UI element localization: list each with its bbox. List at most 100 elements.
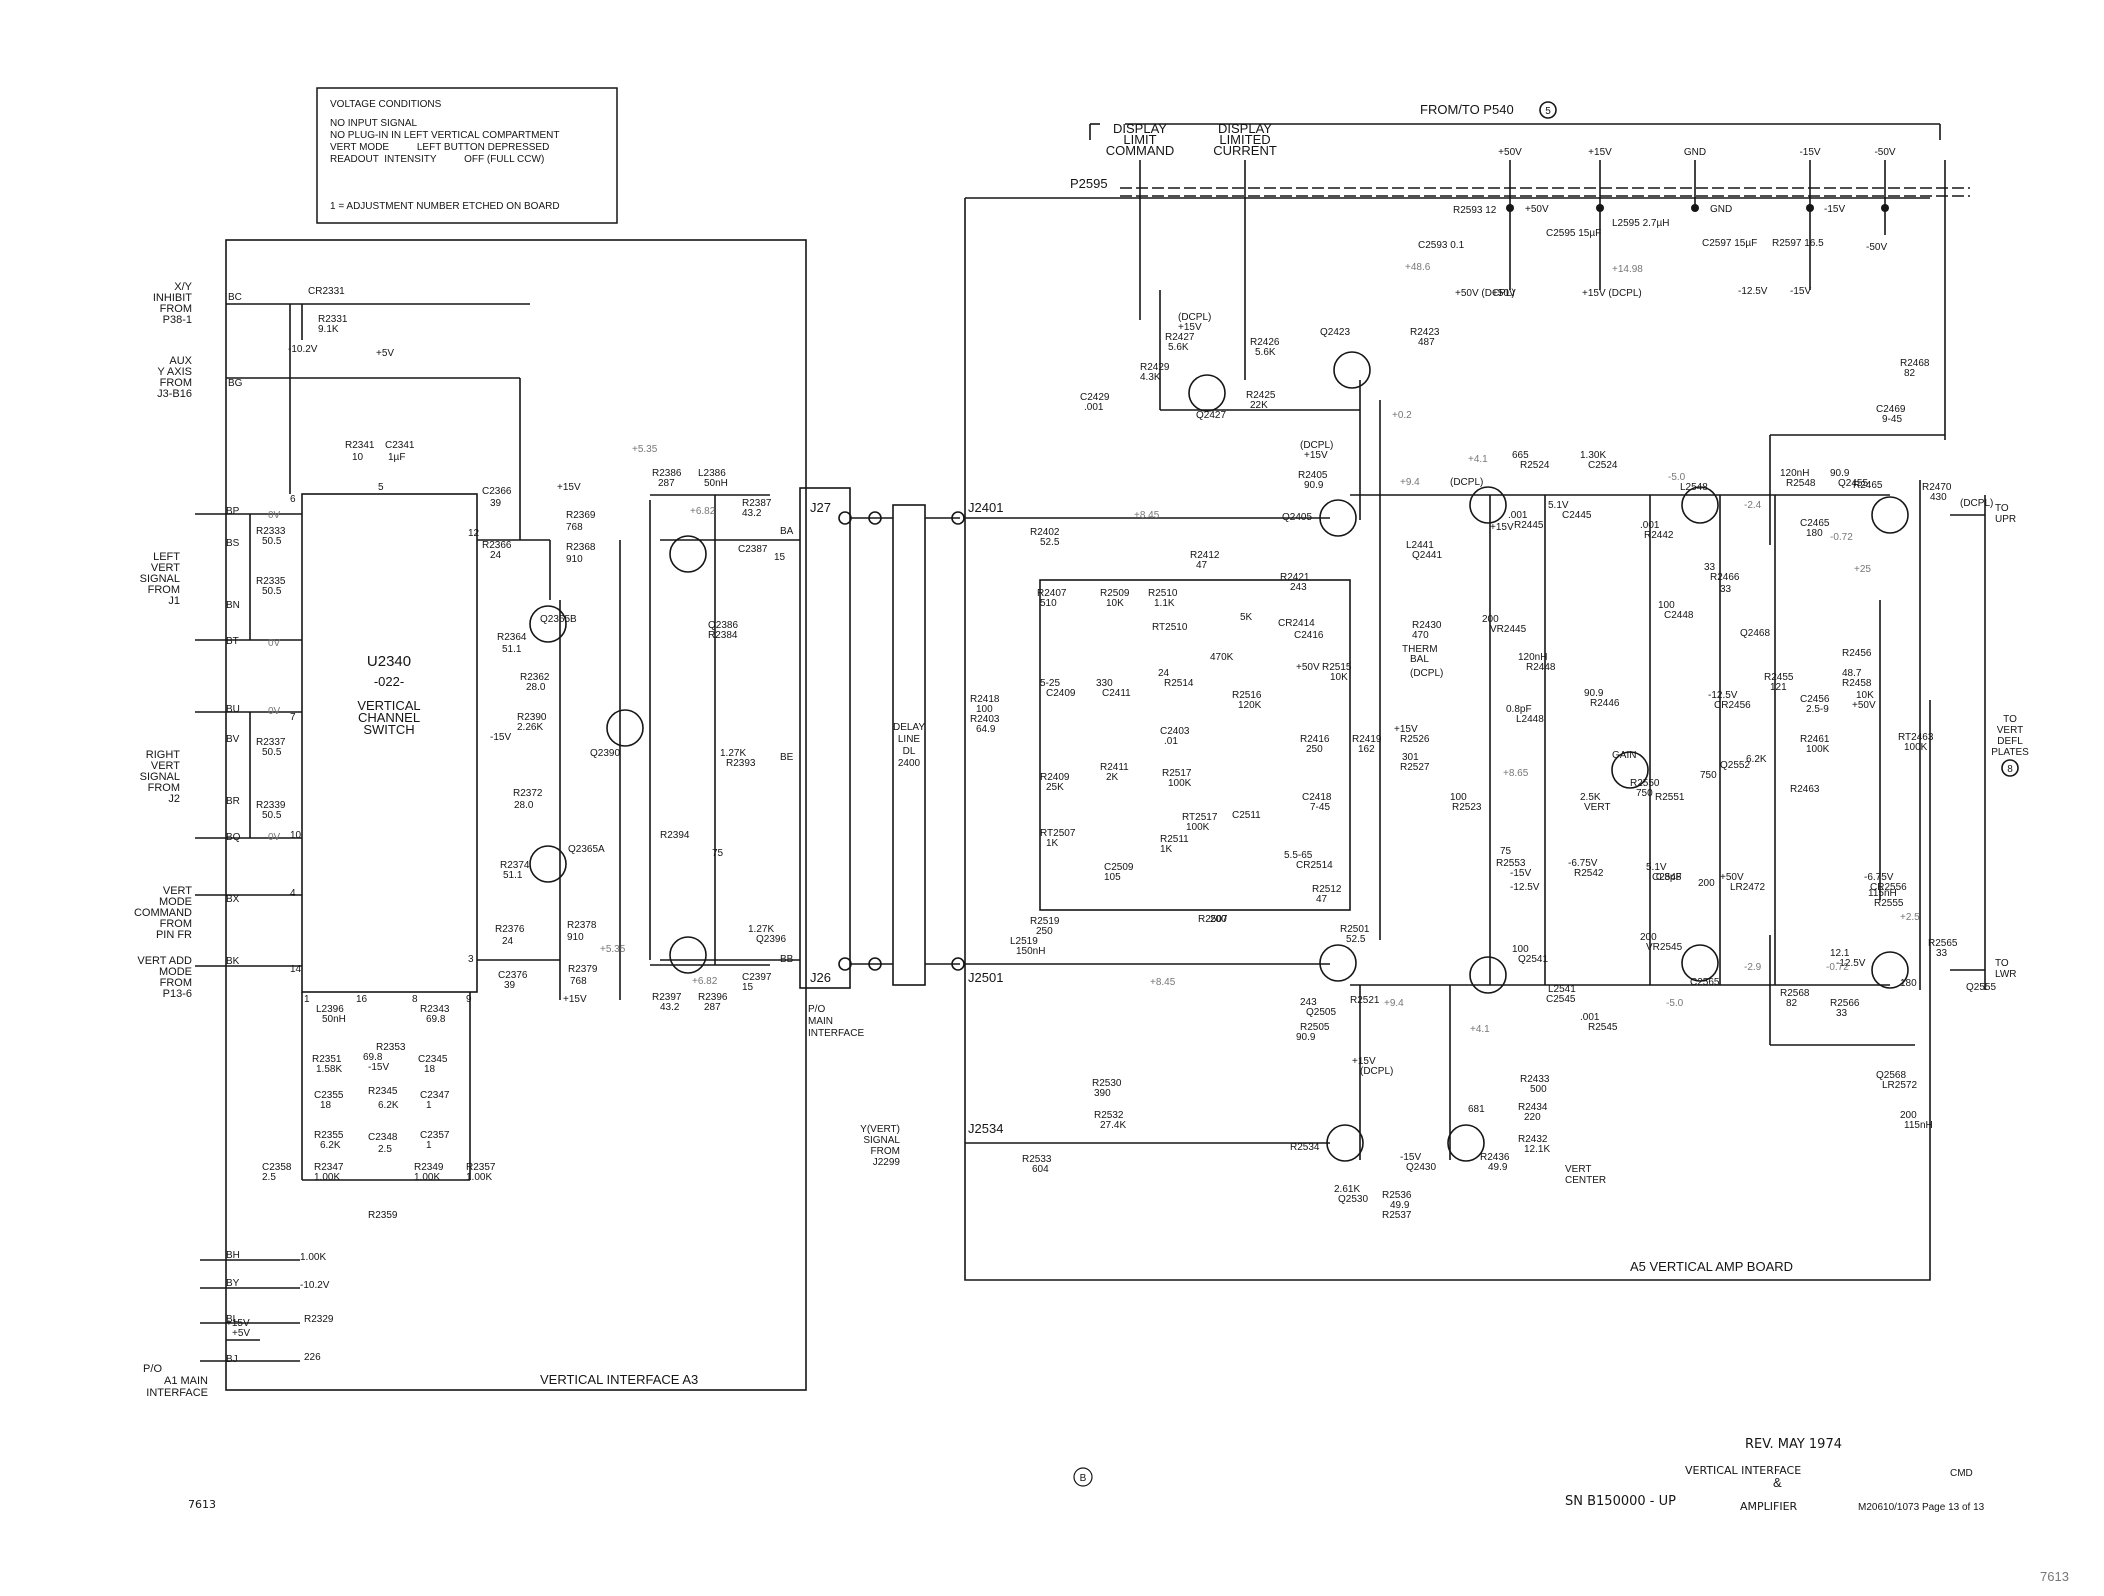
r2597-label: R2597 16.5 <box>1772 238 1824 249</box>
display-limit-command: DISPLAY <box>1113 121 1167 136</box>
a5-part-label: .001 <box>1508 510 1528 521</box>
a5-part-label: R2551 <box>1655 792 1685 803</box>
a5-part-label: 162 <box>1358 744 1375 755</box>
a5-part-label: 470K <box>1210 652 1234 663</box>
a5-main-wiring <box>965 290 1985 1160</box>
a3-part-label: 1 <box>426 1140 432 1151</box>
a3-part-label: 39 <box>504 980 516 991</box>
a5-part-label: Q2530 <box>1338 1194 1368 1205</box>
u2340-ic: U2340 -022- VERTICAL CHANNEL SWITCH <box>301 493 478 993</box>
from-to-label: FROM/TO P540 <box>1420 102 1514 117</box>
delay-line-text: LINE <box>898 734 921 745</box>
a5-part-label: 10K <box>1106 598 1124 609</box>
a3-part-label: Q2365A <box>568 844 605 855</box>
po-main-label: INTERFACE <box>808 1028 864 1039</box>
a3-part-label: 1µF <box>388 452 405 463</box>
a3-part-label: 39 <box>490 498 502 509</box>
a3-part-label: C2357 <box>420 1130 450 1141</box>
a3-part-label: R2378 <box>567 920 597 931</box>
a5-transistors <box>1188 351 1909 1162</box>
a5-part-label: 12.1 <box>1830 948 1850 959</box>
a5-part-label: 25K <box>1046 782 1064 793</box>
a5-part-label: R2425 <box>1246 390 1276 401</box>
u2340-pin-number: 4 <box>290 888 296 899</box>
a3-part-label: C2355 <box>314 1090 344 1101</box>
a3-part-label: 15 <box>742 982 754 993</box>
a5-part-label: R2436 <box>1480 1152 1510 1163</box>
defl-num: 8 <box>2007 764 2013 775</box>
l2595-label: L2595 2.7µH <box>1612 218 1669 229</box>
a5-part-label: -6.75V <box>1864 872 1894 883</box>
a5-part-label: 750 <box>1700 770 1717 781</box>
u2340-pin-number: 8 <box>412 994 418 1005</box>
u2340-label: SWITCH <box>363 722 414 737</box>
a5-part-label: LR2572 <box>1882 1080 1917 1091</box>
a5-part-label: R2509 <box>1100 588 1130 599</box>
a5-part-label: 5K <box>1240 612 1253 623</box>
m15-node: -15V <box>1824 204 1845 215</box>
v4868-label: +48.6 <box>1405 262 1431 273</box>
a5-part-label: 90.9 <box>1304 480 1324 491</box>
a5-part-label: 82 <box>1904 368 1916 379</box>
a5-part-label: 1.30K <box>1580 450 1606 461</box>
a5-part-label: Q2505 <box>1306 1007 1336 1018</box>
a5-part-label: 10K <box>1856 690 1874 701</box>
a5-part-label: 5-25 <box>1040 678 1060 689</box>
rail-labels: +50V +15V GND -15V -50V R2593 12 C2593 0… <box>1405 147 1896 299</box>
voltage-note: +8.65 <box>1503 768 1529 779</box>
a5-part-label: Q2423 <box>1320 327 1350 338</box>
a5-part-label: R2433 <box>1520 1074 1550 1085</box>
vert-mode-label: MODE <box>159 896 192 908</box>
left-vert-label: VERT <box>151 562 180 574</box>
a5-part-label: R2412 <box>1190 550 1220 561</box>
bus-dots <box>1506 204 1889 212</box>
a3-part-label: R2374 <box>500 860 530 871</box>
a3-part-label: R2396 <box>698 992 728 1003</box>
a5-part-label: R2432 <box>1518 1134 1548 1145</box>
a5-part-label: R2416 <box>1300 734 1330 745</box>
u2340-label: U2340 <box>367 653 411 670</box>
voltage-note: -2.4 <box>1744 500 1762 511</box>
rev-date: REV. MAY 1974 <box>1745 1437 1842 1452</box>
a3-part-label: R2353 <box>376 1042 406 1053</box>
pin-label: BY <box>226 1278 240 1289</box>
a5-part-label: R2446 <box>1590 698 1620 709</box>
a5-part-label: 9-45 <box>1882 414 1902 425</box>
a3-part-label: 9.1K <box>318 324 339 335</box>
a5-part-label: 33 <box>1720 584 1732 595</box>
right-vert-label: VERT <box>151 760 180 772</box>
a5-part-label: 180 <box>1806 528 1823 539</box>
a5-part-label: R2402 <box>1030 527 1060 538</box>
a3-part-label: R2372 <box>513 788 543 799</box>
a3-part-label: 69.8 <box>363 1052 383 1063</box>
a5-part-label: R2463 <box>1790 784 1820 795</box>
a5-part-label: R2403 <box>970 714 1000 725</box>
circle-b: B <box>1080 1473 1087 1484</box>
a3-part-label: R2339 <box>256 800 286 811</box>
a5-part-label: 200 <box>1482 614 1499 625</box>
a3-part-label: -15V <box>368 1062 389 1073</box>
aux-y-label: AUX <box>169 355 192 367</box>
title-block: 7613 B REV. MAY 1974 VERTICAL INTERFACE … <box>188 1437 2069 1584</box>
a5-part-label: 10K <box>1330 672 1348 683</box>
a5-part-label: 120nH <box>1518 652 1547 663</box>
right-output-labels: TO UPR TO LWR TO VERT DEFL PLATES 8 <box>1984 495 2029 990</box>
a5-part-label: C2469 <box>1876 404 1906 415</box>
a5-part-label: 100K <box>1806 744 1830 755</box>
a5-part-label: 2.5K <box>1580 792 1601 803</box>
a3-part-label: 24 <box>490 550 502 561</box>
a5-part-label: 100K <box>1168 778 1192 789</box>
a3-part-label: 910 <box>566 554 583 565</box>
u2340-pin-number: 16 <box>356 994 368 1005</box>
a5-part-label: 2K <box>1106 772 1119 783</box>
a3-part-label: R2366 <box>482 540 512 551</box>
a5-part-label: R2470 <box>1922 482 1952 493</box>
a5-part-label: 665 <box>1512 450 1529 461</box>
a5-part-label: R2411 <box>1100 762 1129 773</box>
a5-part-label: .001 <box>1084 402 1104 413</box>
a5-part-label: R2405 <box>1298 470 1328 481</box>
a5-part-label: RT2507 <box>1040 828 1076 839</box>
a5-part-label: C2411 <box>1102 688 1131 699</box>
right-vert-label: SIGNAL <box>140 771 180 783</box>
a5-part-label: C2445 <box>1562 510 1592 521</box>
